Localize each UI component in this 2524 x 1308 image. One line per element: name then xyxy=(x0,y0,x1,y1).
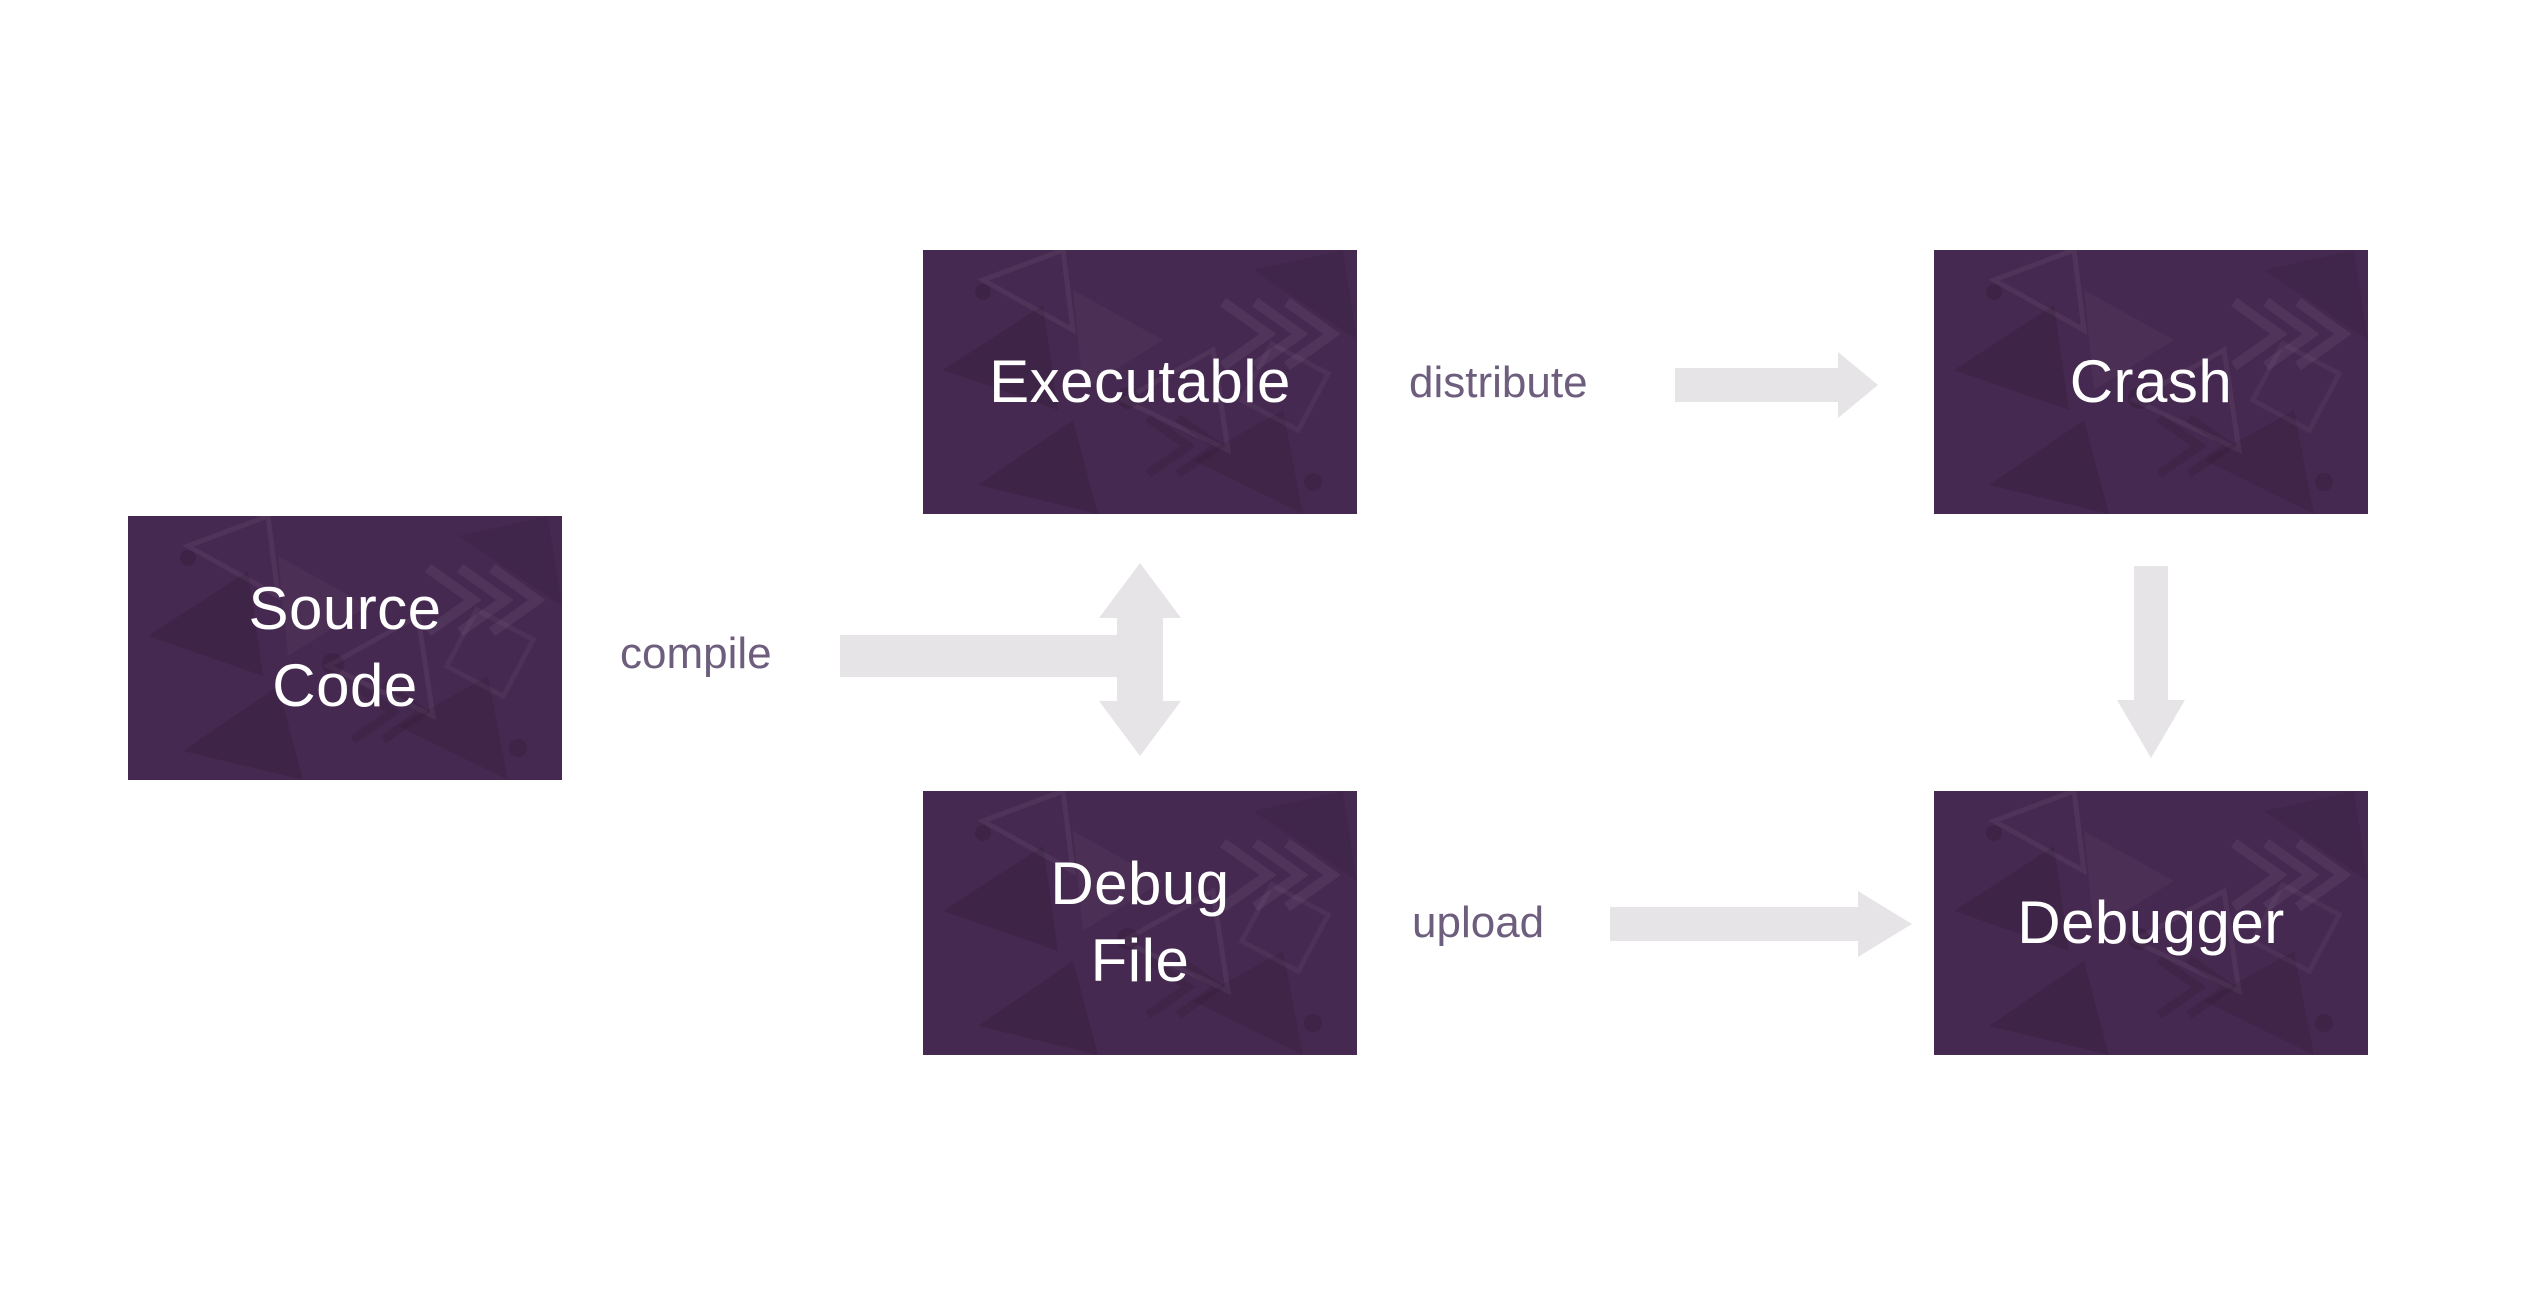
node-crash-label: Crash xyxy=(2069,347,2233,415)
node-debug-file-label: Debug File xyxy=(1050,850,1230,994)
node-debugger: Debugger xyxy=(1934,791,2368,1055)
distribute-arrow xyxy=(1675,352,1878,418)
crash-to-debugger-arrow xyxy=(2117,566,2185,758)
node-source-code-label: Source Code xyxy=(248,575,442,719)
node-source-code: Source Code xyxy=(128,516,562,780)
edge-label-upload: upload xyxy=(1412,898,1545,947)
upload-arrow xyxy=(1610,891,1912,957)
edge-label-compile: compile xyxy=(620,629,772,678)
node-debugger-label: Debugger xyxy=(2017,888,2285,956)
compile-arrow xyxy=(840,563,1181,756)
node-debug-file: Debug File xyxy=(923,791,1357,1055)
node-executable: Executable xyxy=(923,250,1357,514)
node-crash: Crash xyxy=(1934,250,2368,514)
node-executable-label: Executable xyxy=(989,347,1291,415)
edge-label-distribute: distribute xyxy=(1409,358,1588,407)
